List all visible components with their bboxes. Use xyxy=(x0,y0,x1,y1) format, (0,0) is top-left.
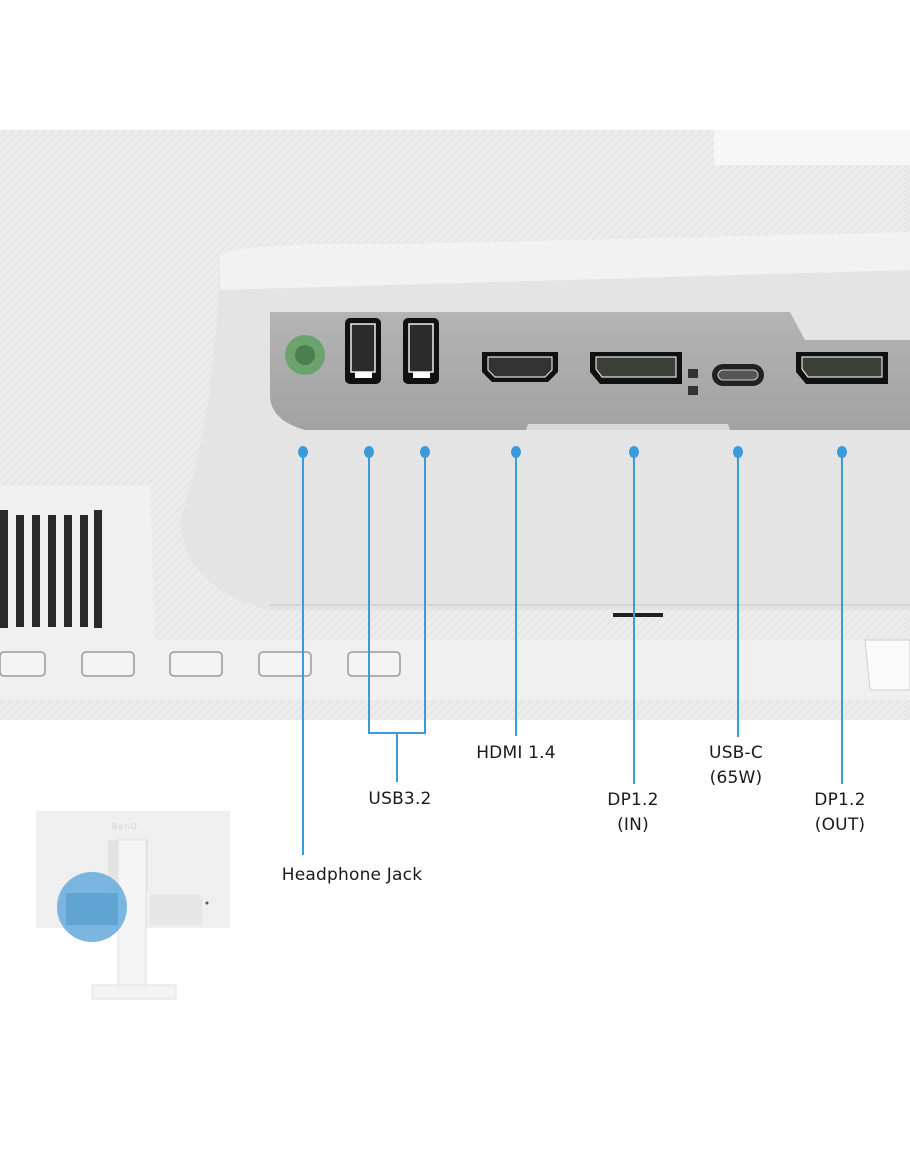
callout-dot xyxy=(733,446,743,458)
dp-in-label-line1: DP1.2 xyxy=(607,790,659,810)
headphone-label: Headphone Jack xyxy=(281,865,423,885)
displayport-out-port xyxy=(796,352,888,384)
usbc-label-line1: USB-C xyxy=(709,743,763,763)
hdmi-label: HDMI 1.4 xyxy=(476,743,556,763)
callout-dot xyxy=(298,446,308,458)
callout-dot xyxy=(629,446,639,458)
control-buttons xyxy=(0,651,401,677)
usb-label: USB3.2 xyxy=(368,789,432,809)
usbc-label-line2: (65W) xyxy=(709,768,763,788)
usb-port-2 xyxy=(403,318,439,384)
usb-callout-line xyxy=(368,452,426,782)
monitor-thumbnail xyxy=(36,811,230,1000)
callout-dot xyxy=(837,446,847,458)
dp-out-label-line2: (OUT) xyxy=(814,815,866,835)
dp-in-label: DP1.2 (IN) xyxy=(607,788,658,838)
brand-logo: BenQ xyxy=(112,822,138,831)
callout-dot xyxy=(364,446,374,458)
dp-in-label-line2: (IN) xyxy=(617,815,649,835)
vent-grille xyxy=(0,510,102,628)
usbc-label: USB-C (65W) xyxy=(709,741,763,791)
usb-port-1 xyxy=(345,318,381,384)
dp-out-label: DP1.2 (OUT) xyxy=(814,788,865,838)
usb-c-port xyxy=(712,364,764,386)
callout-dot xyxy=(420,446,430,458)
hdmi-port xyxy=(482,352,558,382)
callout-dot xyxy=(511,446,521,458)
displayport-in-port xyxy=(590,352,682,384)
headphone-jack-port xyxy=(285,335,325,375)
dp-out-label-line1: DP1.2 xyxy=(814,790,866,810)
